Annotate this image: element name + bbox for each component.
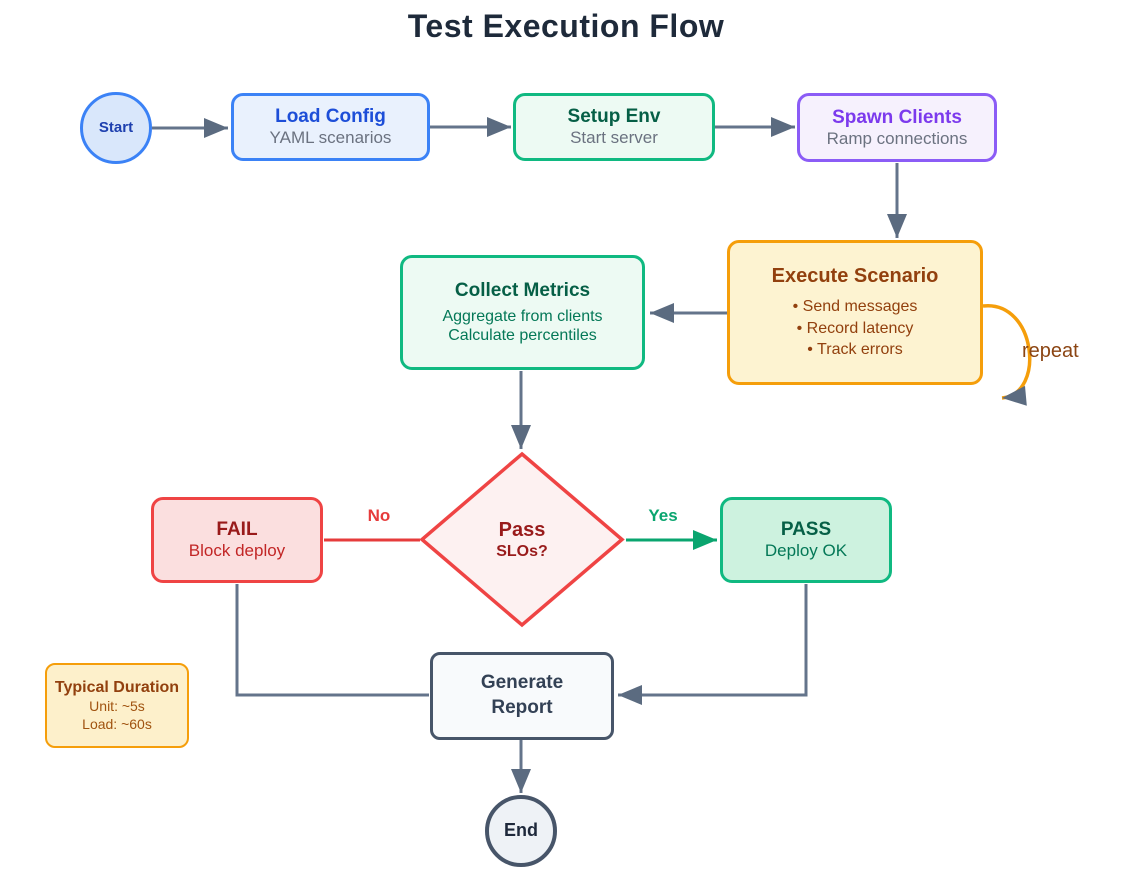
- node-setup-env: Setup Env Start server: [513, 93, 715, 161]
- edge-pass-to-report: [618, 584, 808, 705]
- node-decision-subtitle: SLOs?: [496, 542, 548, 560]
- note-typical-duration-title: Typical Duration: [54, 678, 180, 696]
- node-pass-title: PASS: [780, 519, 832, 541]
- note-typical-duration-line-1: Unit: ~5s: [89, 698, 145, 715]
- page-title: Test Execution Flow: [407, 8, 725, 44]
- node-fail-subtitle: Block deploy: [188, 541, 286, 561]
- node-execute-scenario: Execute Scenario • Send messages • Recor…: [727, 240, 983, 385]
- node-end: End: [485, 795, 557, 867]
- node-decision: Pass SLOs?: [419, 451, 625, 628]
- node-pass-subtitle: Deploy OK: [764, 541, 848, 561]
- node-generate-report: Generate Report: [430, 652, 614, 740]
- node-decision-text: Pass SLOs?: [496, 518, 548, 562]
- node-start: Start: [80, 92, 152, 164]
- node-fail-title: FAIL: [216, 519, 258, 541]
- node-execute-scenario-title: Execute Scenario: [771, 264, 939, 287]
- node-load-config-subtitle: YAML scenarios: [269, 128, 392, 148]
- node-end-label: End: [504, 820, 538, 841]
- node-spawn-clients: Spawn Clients Ramp connections: [797, 93, 997, 162]
- node-collect-metrics-line-2: Calculate percentiles: [448, 327, 597, 345]
- node-collect-metrics: Collect Metrics Aggregate from clients C…: [400, 255, 645, 370]
- edge-label-repeat: repeat: [1022, 340, 1079, 362]
- node-execute-scenario-bullet-1: • Send messages: [792, 298, 918, 316]
- node-generate-report-title: Generate: [480, 672, 564, 694]
- edge-repeat-loop: [982, 304, 1032, 406]
- edge-fail-to-report: [235, 584, 429, 697]
- node-load-config: Load Config YAML scenarios: [231, 93, 430, 161]
- node-collect-metrics-title: Collect Metrics: [454, 280, 591, 302]
- node-decision-title: Pass: [498, 518, 546, 541]
- node-execute-scenario-bullet-3: • Track errors: [807, 341, 903, 359]
- node-execute-scenario-bullet-2: • Record latency: [796, 319, 914, 337]
- node-spawn-clients-title: Spawn Clients: [832, 106, 962, 128]
- node-fail: FAIL Block deploy: [151, 497, 323, 583]
- node-load-config-title: Load Config: [275, 106, 386, 128]
- note-typical-duration-line-2: Load: ~60s: [82, 716, 152, 733]
- edge-label-yes: Yes: [648, 506, 678, 525]
- node-setup-env-subtitle: Start server: [570, 128, 658, 148]
- node-pass: PASS Deploy OK: [720, 497, 892, 583]
- node-setup-env-title: Setup Env: [567, 106, 661, 128]
- decision-diamond-shape: [419, 451, 625, 628]
- node-generate-report-subtitle: Report: [491, 697, 553, 718]
- note-typical-duration: Typical Duration Unit: ~5s Load: ~60s: [45, 663, 189, 748]
- node-start-label: Start: [98, 118, 134, 136]
- node-collect-metrics-line-1: Aggregate from clients: [442, 307, 603, 325]
- node-spawn-clients-subtitle: Ramp connections: [826, 128, 968, 148]
- edge-label-no: No: [367, 506, 391, 525]
